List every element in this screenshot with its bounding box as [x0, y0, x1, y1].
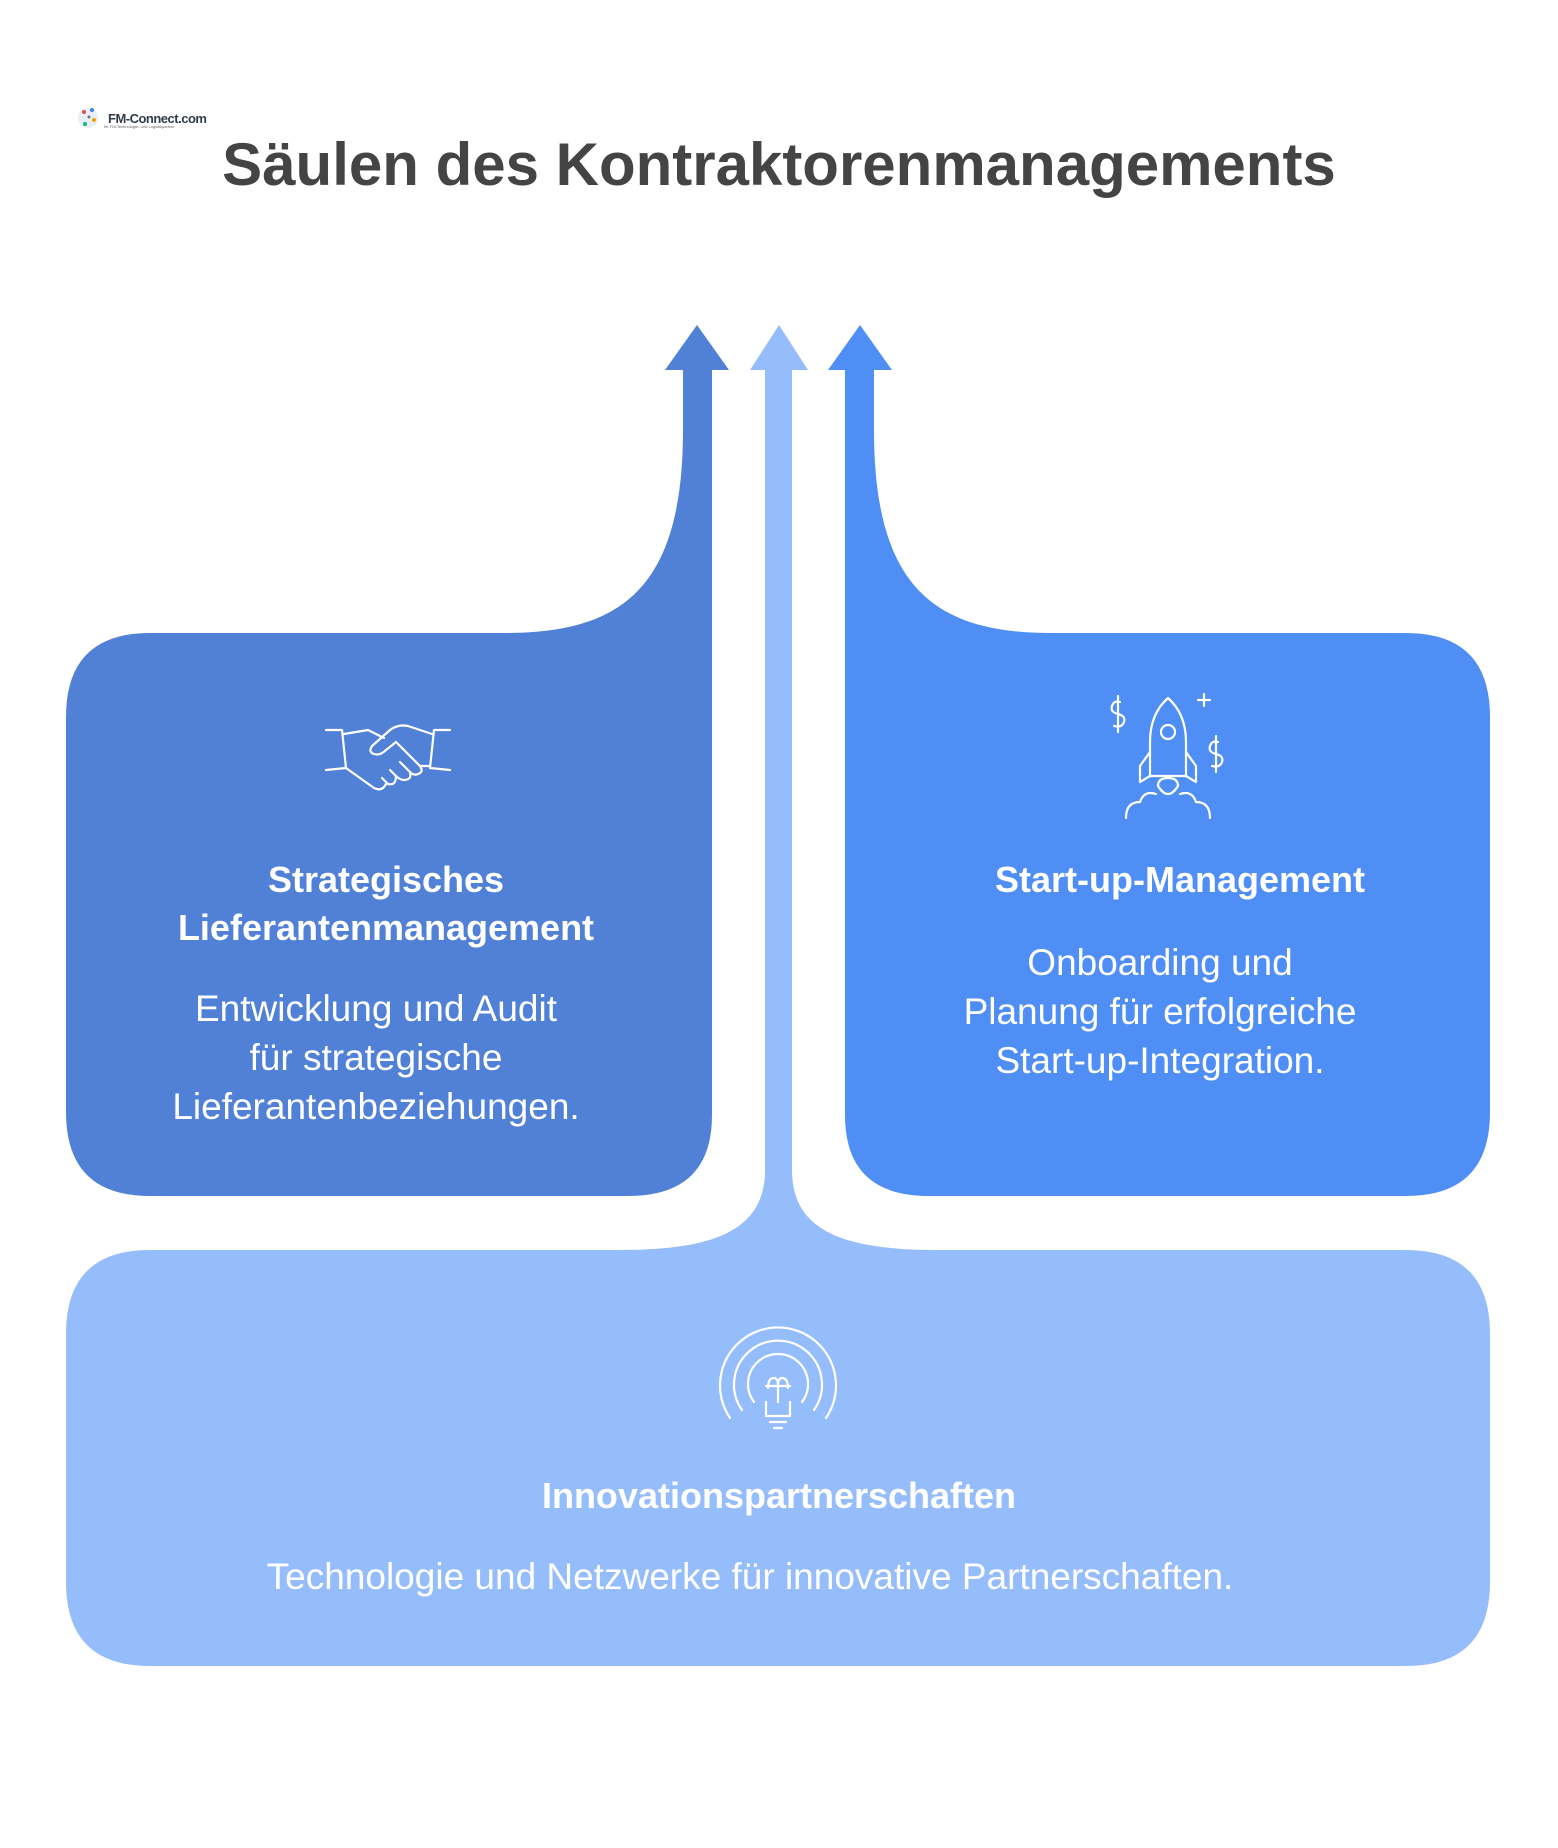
logo-tagline: Ihr FM-Technologie- und Logistikpartner	[104, 124, 175, 129]
startup-block	[828, 325, 1490, 1196]
strategic-block	[66, 325, 729, 1196]
page-title: Säulen des Kontraktorenmanagements	[222, 131, 1336, 198]
strategic-title: Strategisches Lieferantenmanagement	[177, 859, 595, 948]
innovation-block	[66, 325, 1490, 1666]
logo-mark-icon	[78, 108, 98, 128]
logo-brand-text: FM-Connect.com	[108, 110, 207, 126]
innovation-description: Technologie und Netzwerke für innovative…	[266, 1556, 1234, 1597]
lightbulb-icon	[710, 1316, 846, 1434]
startup-description: Onboarding und Planung für erfolgreiche …	[963, 942, 1357, 1081]
brand-logo: FM-Connect.com Ihr FM-Technologie- und L…	[76, 100, 207, 136]
startup-title: Start-up-Management	[994, 859, 1366, 900]
innovation-title: Innovationspartnerschaften	[541, 1475, 1017, 1516]
strategic-description: Entwicklung und Audit für strategische L…	[172, 988, 580, 1127]
handshake-icon	[324, 718, 452, 804]
rocket-dollar-icon	[1100, 690, 1236, 826]
